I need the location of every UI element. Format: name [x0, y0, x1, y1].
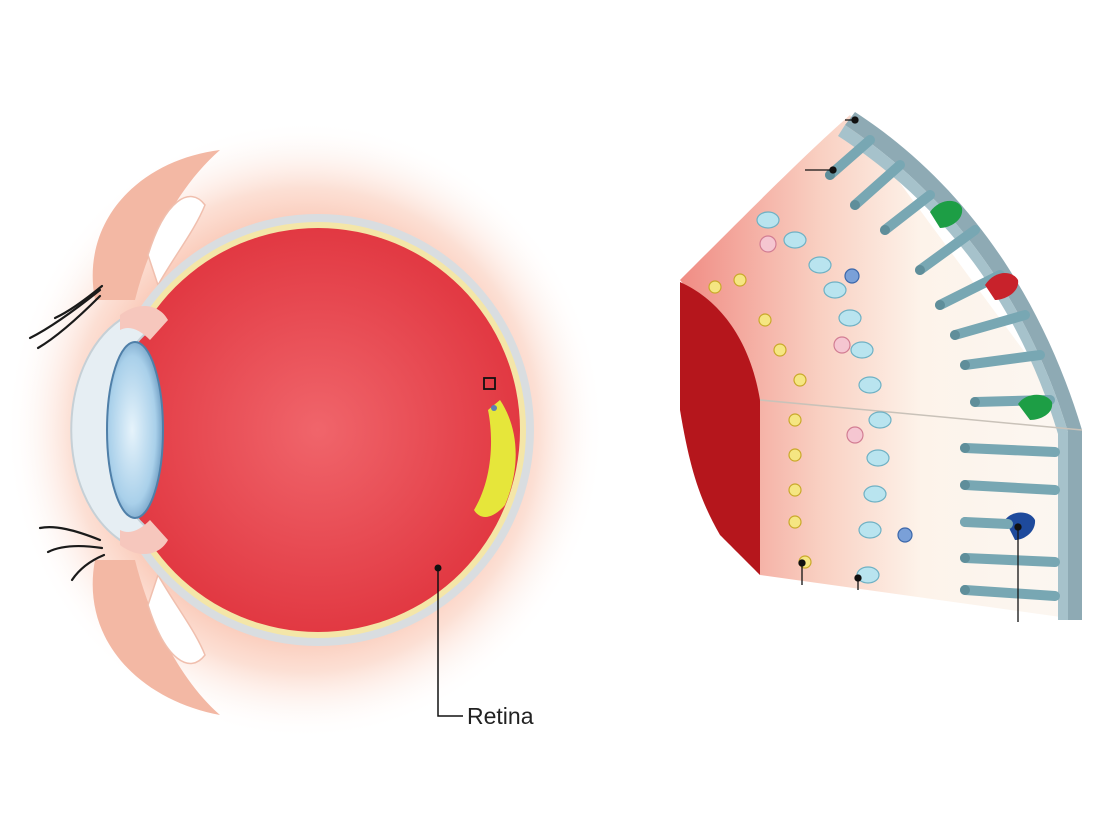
ganglion-cell — [789, 449, 801, 461]
rod-cell — [965, 448, 1055, 452]
ganglion-cell — [774, 344, 786, 356]
rod-nucleus — [960, 480, 970, 490]
pointer-dot — [1015, 524, 1021, 530]
amacrine-cell — [834, 337, 850, 353]
retina-layer-detail — [680, 112, 1082, 622]
rod-nucleus — [960, 443, 970, 453]
amacrine-cell — [847, 427, 863, 443]
rod-cell — [965, 558, 1055, 562]
fovea-dot — [491, 405, 497, 411]
rod-nucleus — [935, 300, 945, 310]
amacrine-cell — [760, 236, 776, 252]
rod-nucleus — [915, 265, 925, 275]
ganglion-cell — [789, 484, 801, 496]
horizontal-cell — [845, 269, 859, 283]
ganglion-cell — [759, 314, 771, 326]
horizontal-cell — [898, 528, 912, 542]
rod-nucleus — [960, 360, 970, 370]
rod-nucleus — [970, 397, 980, 407]
bipolar-cell — [851, 342, 873, 358]
rod-cell — [965, 485, 1055, 490]
eye-cross-section: Retina — [5, 120, 605, 740]
pointer-dot — [855, 575, 861, 581]
bipolar-cell — [867, 450, 889, 466]
ganglion-cell — [789, 414, 801, 426]
vitreous-body — [116, 228, 520, 632]
pointer-dot — [830, 167, 836, 173]
rod-nucleus — [950, 330, 960, 340]
bipolar-cell — [859, 522, 881, 538]
ganglion-cell — [789, 516, 801, 528]
bipolar-cell — [809, 257, 831, 273]
rod-cell — [965, 590, 1055, 596]
retina-label: Retina — [467, 703, 534, 729]
bipolar-cell — [757, 212, 779, 228]
ganglion-cell — [734, 274, 746, 286]
rod-nucleus — [960, 553, 970, 563]
ganglion-cell — [794, 374, 806, 386]
bipolar-cell — [824, 282, 846, 298]
rod-nucleus — [880, 225, 890, 235]
bipolar-cell — [859, 377, 881, 393]
ganglion-cell — [709, 281, 721, 293]
bipolar-cell — [839, 310, 861, 326]
cone-blue-stalk — [965, 522, 1008, 524]
rod-nucleus — [850, 200, 860, 210]
rod-nucleus — [960, 585, 970, 595]
pointer-dot — [799, 560, 805, 566]
lens — [107, 342, 163, 518]
bipolar-cell — [869, 412, 891, 428]
bipolar-cell — [864, 486, 886, 502]
bipolar-cell — [784, 232, 806, 248]
pointer-dot — [852, 117, 858, 123]
